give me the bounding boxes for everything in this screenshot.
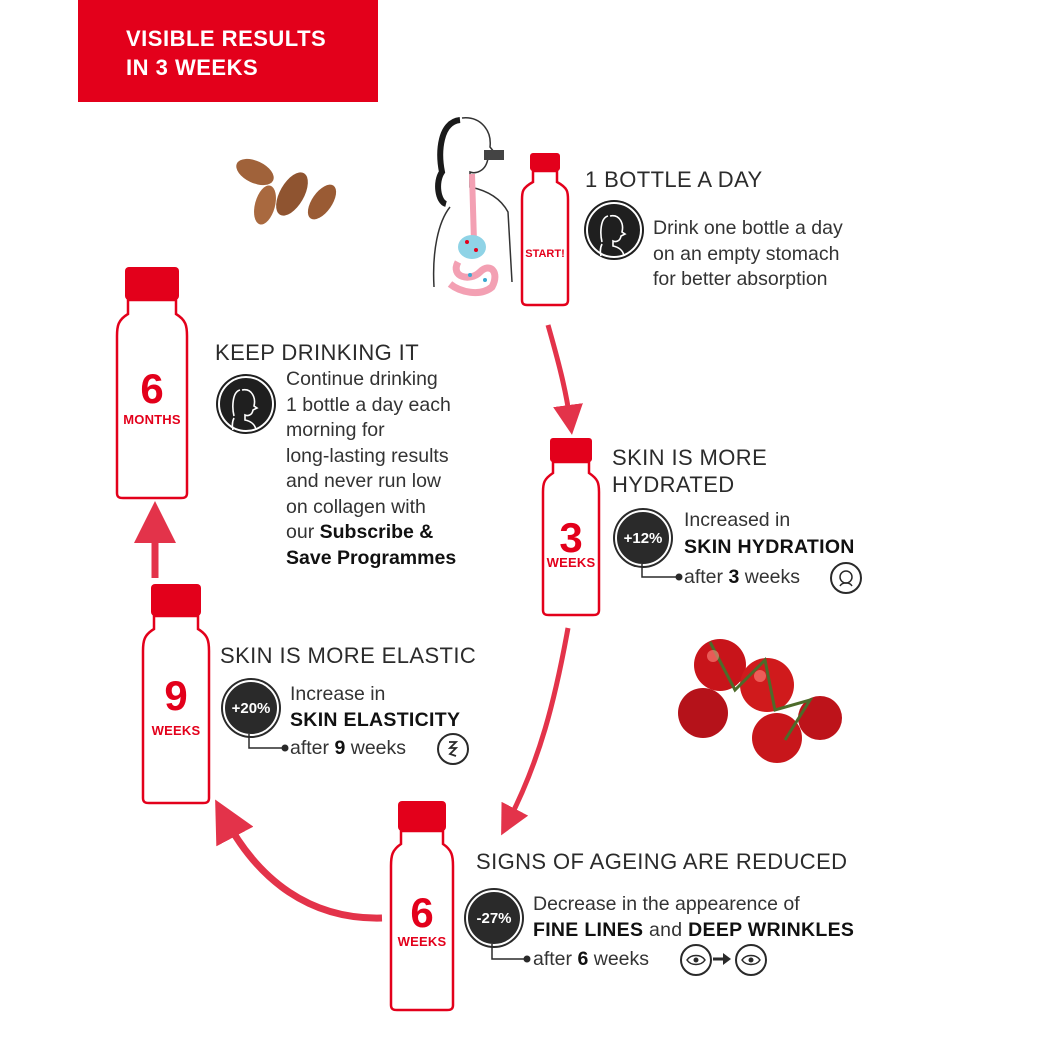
- after-suffix: weeks: [593, 948, 650, 970]
- bottle-3-weeks-number: 3: [559, 514, 583, 561]
- step-3w-title: SKIN IS MORE HYDRATED: [612, 444, 767, 498]
- face-hydration-icon: [830, 562, 862, 594]
- woman-drinking-illustration: [432, 117, 513, 297]
- step-6m-line-7: our Subscribe &: [286, 520, 456, 546]
- step-9w-bold: SKIN ELASTICITY: [290, 709, 461, 731]
- banner-line-2: IN 3 WEEKS: [126, 55, 259, 80]
- after-number: 6: [577, 948, 589, 970]
- connector-9w: [248, 734, 289, 752]
- subscribe-text: Subscribe &: [319, 521, 434, 543]
- bottle-3-weeks: 3 WEEKS: [541, 437, 601, 617]
- bottle-6-weeks-number: 6: [410, 889, 434, 936]
- stat-badge-wrinkles: -27%: [466, 890, 522, 946]
- elasticity-icon: [437, 733, 469, 765]
- bottle-9-weeks-number: 9: [164, 672, 188, 719]
- bottle-start: START!: [520, 152, 570, 307]
- tomatoes-image: [678, 639, 842, 763]
- arrow-right-icon: [713, 953, 731, 965]
- header-banner: VISIBLE RESULTS IN 3 WEEKS: [78, 0, 378, 102]
- eye-wrinkles-icon: [680, 944, 712, 976]
- bottle-6-weeks: 6 WEEKS: [389, 800, 455, 1012]
- bottle-9-weeks: 9 WEEKS: [141, 583, 211, 805]
- bottle-3-weeks-unit: WEEKS: [546, 555, 596, 570]
- bold-fine-lines: FINE LINES: [533, 919, 644, 941]
- bottle-6-weeks-unit: WEEKS: [397, 934, 447, 949]
- connector-6w: [491, 944, 531, 963]
- step-9w-line1: Increase in: [290, 683, 386, 705]
- and-word: and: [648, 919, 683, 941]
- arrow-6w-to-9w: [215, 799, 383, 922]
- step-start-line-1: Drink one bottle a day: [653, 217, 843, 239]
- save-programmes-text: Save Programmes: [286, 546, 457, 569]
- arrow-3w-to-6w: [501, 627, 571, 836]
- after-number: 9: [334, 737, 346, 759]
- bottle-6-months-unit: MONTHS: [123, 412, 181, 427]
- after-prefix: after: [290, 737, 330, 759]
- step-6m-line-4: long-lasting results: [286, 444, 449, 467]
- step-6w-bold: FINE LINES and DEEP WRINKLES: [533, 919, 854, 942]
- arrow-start-to-3w: [545, 324, 583, 435]
- step-3w-title-2: HYDRATED: [612, 472, 735, 497]
- stat-badge-elasticity: +20%: [223, 680, 279, 736]
- step-3w-line1: Increased in: [684, 509, 791, 531]
- step-6m-line-6: on collagen with: [286, 495, 426, 518]
- banner-title: VISIBLE RESULTS IN 3 WEEKS: [126, 24, 326, 82]
- step-3w-title-1: SKIN IS MORE: [612, 445, 768, 470]
- step-6m-title: KEEP DRINKING IT: [215, 340, 420, 365]
- step-start-line-2: on an empty stomach: [653, 242, 840, 265]
- stat-badge-hydration: +12%: [615, 510, 671, 566]
- after-prefix: after: [684, 566, 724, 588]
- step-6w-after: after 6 weeks: [533, 947, 649, 973]
- step-6m-line-5: and never run low: [286, 470, 442, 492]
- step-9w-title: SKIN IS MORE ELASTIC: [220, 643, 477, 668]
- bold-deep-wrinkles: DEEP WRINKLES: [688, 919, 855, 941]
- step-start-title: 1 BOTTLE A DAY: [585, 167, 763, 192]
- step-9w-after: after 9 weeks: [290, 736, 406, 762]
- step-6m-text: Continue drinking 1 bottle a day each mo…: [286, 367, 456, 571]
- bottle-9-weeks-unit: WEEKS: [151, 723, 201, 738]
- woman-profile-icon: [218, 376, 274, 432]
- step-3w-after: after 3 weeks: [684, 565, 800, 591]
- eye-smooth-icon: [735, 944, 767, 976]
- step-6m-line-8: Save Programmes: [286, 546, 456, 572]
- after-suffix: weeks: [350, 737, 407, 759]
- our-word: our: [286, 521, 315, 543]
- step-6w-title: SIGNS OF AGEING ARE REDUCED: [476, 849, 848, 874]
- bottle-6-months: 6 MONTHS: [115, 266, 189, 500]
- bottle-6-months-number: 6: [140, 365, 164, 412]
- banner-line-1: VISIBLE RESULTS: [126, 26, 327, 51]
- step-6m-line-1: Continue drinking: [286, 368, 438, 390]
- bottle-start-label: START!: [525, 248, 565, 260]
- step-start-text: Drink one bottle a day on an empty stoma…: [653, 216, 843, 293]
- after-number: 3: [728, 566, 740, 588]
- after-suffix: weeks: [744, 566, 801, 588]
- step-start-line-3: for better absorption: [653, 268, 828, 290]
- almonds-image: [236, 158, 337, 225]
- step-3w-bold: SKIN HYDRATION: [684, 536, 855, 558]
- step-6m-line-2: 1 bottle a day each: [286, 393, 451, 416]
- woman-drinking-icon: [586, 202, 642, 258]
- step-6m-line-3: morning for: [286, 419, 385, 441]
- after-prefix: after: [533, 948, 573, 970]
- step-6w-line1: Decrease in the appearence of: [533, 893, 800, 915]
- connector-3w: [641, 564, 683, 581]
